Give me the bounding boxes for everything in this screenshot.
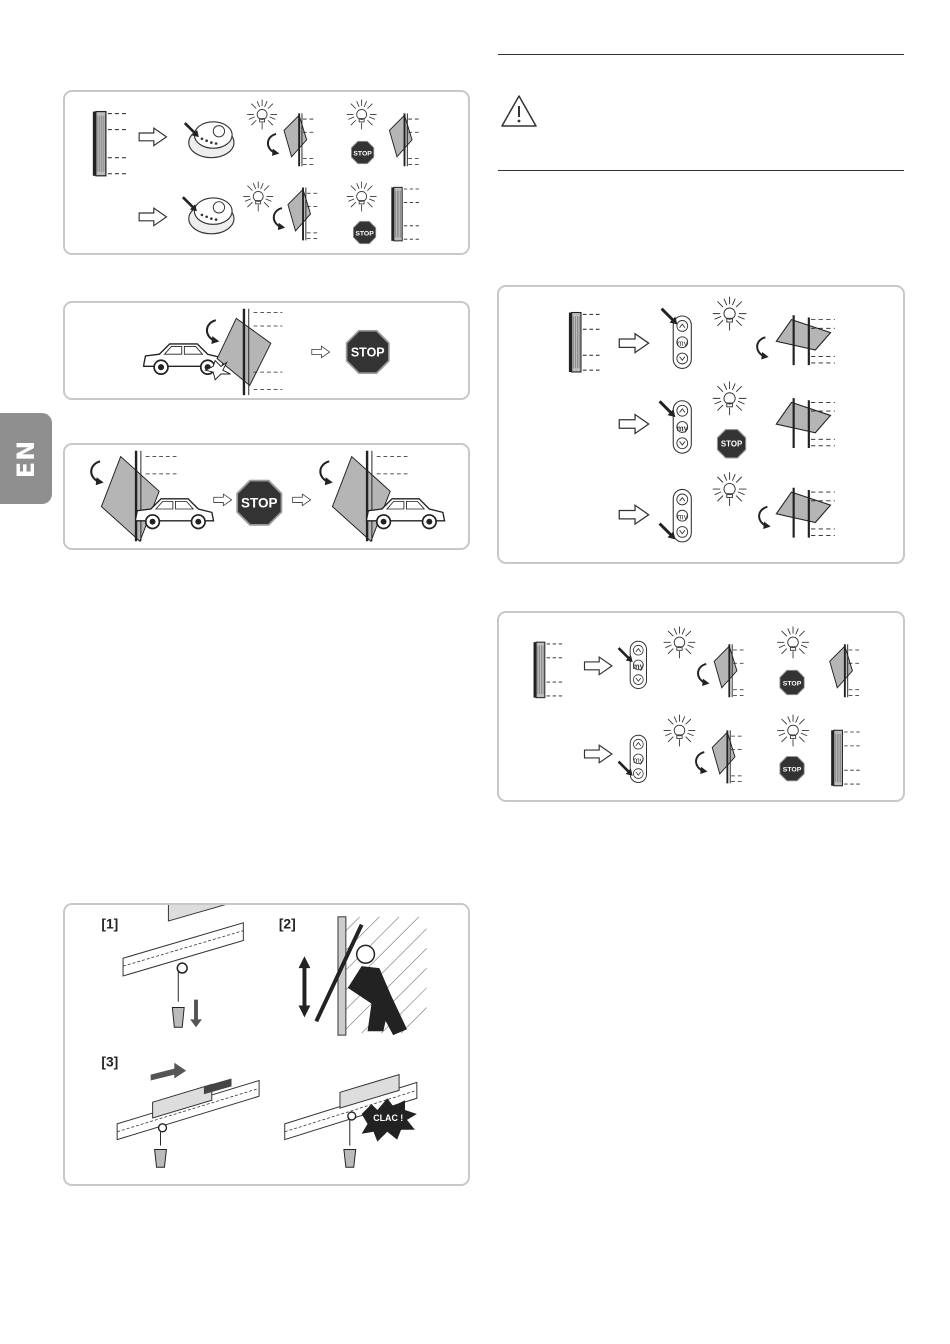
light-flash-icon: [347, 181, 377, 211]
curve-arrow-icon: [91, 461, 103, 485]
svg-text:my: my: [677, 513, 688, 522]
arrow-right-icon: [139, 128, 166, 146]
door-tilt-icon: [712, 730, 744, 783]
clac-label: CLAC !: [373, 1113, 403, 1123]
stop-label: STOP: [241, 496, 277, 511]
stop-label: STOP: [353, 150, 372, 157]
rail-clac-illustration: CLAC !: [285, 1075, 417, 1168]
door-closed-icon: [831, 730, 861, 785]
curve-arrow-icon: [757, 337, 769, 359]
arrow-right-icon: [619, 505, 648, 524]
arrow-right-icon: [584, 745, 611, 763]
section-rule-top: [498, 54, 904, 55]
svg-text:my: my: [633, 662, 645, 671]
curve-arrow-icon: [759, 507, 771, 529]
door-closed-icon: [93, 112, 128, 176]
language-tab: EN: [0, 413, 52, 504]
door-closed-icon: [534, 642, 564, 697]
arrow-right-icon: [293, 494, 311, 506]
language-tab-label: EN: [12, 439, 40, 477]
light-flash-icon: [777, 715, 809, 747]
door-tilt-icon: [830, 644, 862, 697]
light-flash-icon: [664, 627, 696, 659]
rail-push-illustration: [117, 1063, 259, 1168]
svg-text:my: my: [677, 424, 689, 433]
press-icon: [662, 309, 678, 325]
light-flash-icon: [713, 382, 747, 416]
remote-control-icon: [189, 198, 234, 234]
curve-arrow-icon: [696, 752, 707, 774]
svg-text:my: my: [633, 756, 644, 765]
arrow-right-icon: [619, 334, 648, 353]
section-rule-bottom: [498, 170, 904, 171]
remote-operation-panel: STOP STOP: [63, 90, 470, 255]
arrow-right-icon: [619, 415, 648, 434]
door-open-icon: [776, 315, 835, 365]
stop-label: STOP: [355, 230, 374, 237]
stop-label: STOP: [351, 346, 385, 360]
warning-triangle-icon: [500, 94, 538, 128]
door-open-icon: [776, 398, 835, 448]
light-flash-icon: [713, 297, 747, 331]
obstacle-closing-panel: STOP: [63, 443, 470, 550]
stop-label: STOP: [783, 680, 802, 687]
rail-pull-illustration: [123, 905, 243, 1027]
door-tilt-icon: [288, 188, 320, 241]
keypad-sequence-panel: my STOP my STOP: [497, 611, 905, 802]
svg-text:my: my: [677, 339, 688, 348]
light-flash-icon: [664, 715, 696, 747]
door-closed-icon: [569, 313, 602, 372]
light-flash-icon: [247, 100, 277, 130]
remote-control-icon: [189, 122, 234, 158]
arrow-right-icon: [139, 208, 166, 226]
door-tilt-icon: [284, 113, 316, 166]
curve-arrow-icon: [207, 320, 219, 344]
light-flash-icon: [713, 472, 747, 506]
obstacle-detection-panel: STOP: [63, 301, 470, 400]
stop-label: STOP: [721, 440, 742, 449]
curve-arrow-icon: [698, 664, 709, 686]
arrow-right-icon: [312, 346, 330, 358]
press-icon: [183, 197, 197, 211]
arrow-right-icon: [214, 494, 232, 506]
light-flash-icon: [243, 181, 273, 211]
light-flash-icon: [347, 100, 377, 130]
light-flash-icon: [777, 627, 809, 659]
person-door-illustration: [299, 917, 427, 1035]
curve-arrow-icon: [274, 208, 285, 230]
door-open-icon: [776, 488, 835, 538]
step-label-3: [3]: [101, 1055, 118, 1070]
door-tilt-icon: [714, 644, 746, 697]
stop-label: STOP: [783, 767, 802, 774]
curve-arrow-icon: [320, 461, 332, 485]
door-closed-icon: [391, 187, 420, 241]
curve-arrow-icon: [268, 134, 279, 156]
step-label-1: [1]: [101, 917, 118, 932]
step-label-2: [2]: [279, 917, 296, 932]
manual-release-panel: [1] [2] [3]: [63, 903, 470, 1186]
arrow-right-icon: [584, 657, 611, 675]
keypad-operation-panel: my my STOP my: [497, 285, 905, 564]
door-tilt-icon: [389, 113, 421, 166]
